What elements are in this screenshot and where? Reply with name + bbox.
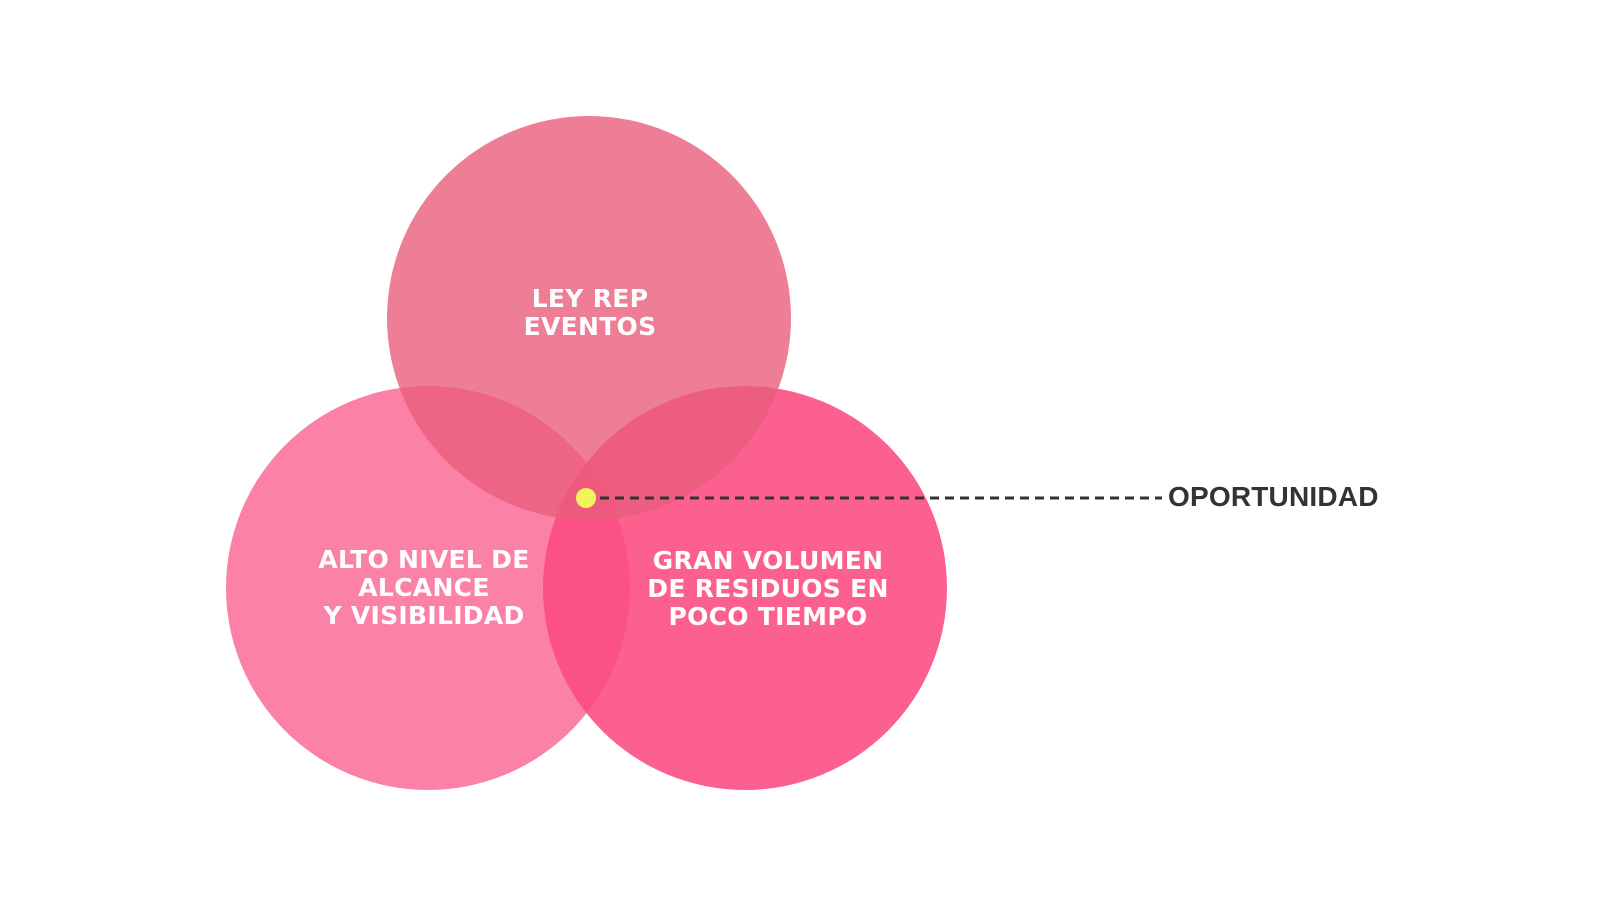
circle-label-line: Y VISIBILIDAD [323, 601, 525, 630]
opportunity-marker [576, 488, 596, 508]
circle-label-line: EVENTOS [523, 312, 657, 341]
callout-label: OPORTUNIDAD [1168, 481, 1379, 512]
circle-label-line: GRAN VOLUMEN [652, 546, 884, 575]
circle-label-line: POCO TIEMPO [668, 602, 868, 631]
circle-label-line: ALTO NIVEL DE [318, 545, 530, 574]
circle-label-top: LEY REP EVENTOS [440, 285, 740, 341]
circle-ley-rep-eventos [387, 116, 791, 520]
circle-label-line: ALCANCE [358, 573, 490, 602]
circle-label-right: GRAN VOLUMEN DE RESIDUOS EN POCO TIEMPO [618, 547, 918, 631]
circle-label-line: DE RESIDUOS EN [647, 574, 889, 603]
circle-label-line: LEY REP [531, 284, 649, 313]
circle-label-left: ALTO NIVEL DE ALCANCE Y VISIBILIDAD [274, 546, 574, 630]
